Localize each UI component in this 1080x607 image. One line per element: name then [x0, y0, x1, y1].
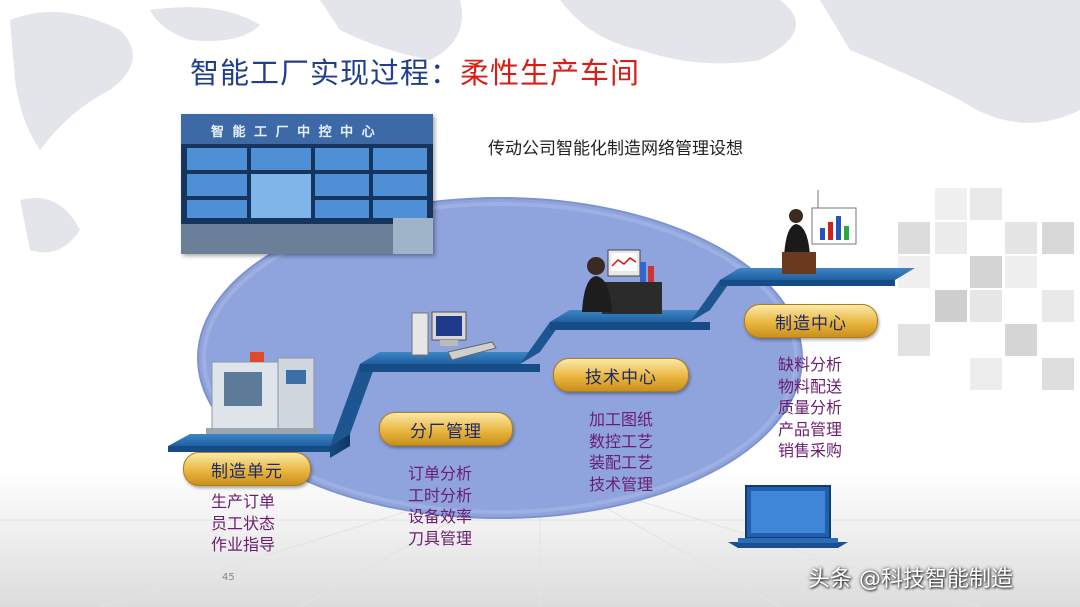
checker-pattern — [898, 188, 1074, 390]
list-item: 刀具管理 — [408, 528, 472, 550]
title-part-1: 智能工厂实现过程： — [190, 56, 460, 90]
list-item: 订单分析 — [408, 463, 472, 485]
stage-badge-technical-center: 技术中心 — [553, 358, 689, 392]
stage-label: 技术中心 — [585, 363, 657, 388]
control-center-photo: 智 能 工 厂 中 控 中 心 — [181, 114, 433, 254]
stage-badge-branch-management: 分厂管理 — [379, 412, 513, 446]
list-item: 装配工艺 — [589, 452, 653, 474]
stage-label: 制造中心 — [775, 309, 847, 334]
stage-list-manufacturing-unit: 生产订单 员工状态 作业指导 — [211, 491, 275, 556]
list-item: 技术管理 — [589, 474, 653, 496]
slide-title: 智能工厂实现过程：柔性生产车间 — [190, 50, 640, 92]
photo-sign-text: 智 能 工 厂 中 控 中 心 — [211, 121, 377, 140]
watermark: 头条 @科技智能制造 — [808, 561, 1013, 593]
stage-label: 分厂管理 — [410, 417, 482, 442]
list-item: 工时分析 — [408, 485, 472, 507]
cnc-machine-icon — [206, 352, 318, 434]
stage-list-branch-management: 订单分析 工时分析 设备效率 刀具管理 — [408, 463, 472, 549]
stage-list-technical-center: 加工图纸 数控工艺 装配工艺 技术管理 — [589, 409, 653, 495]
stage-label: 制造单元 — [211, 457, 283, 482]
manager-presentation-icon — [782, 190, 856, 274]
laptop-icon — [728, 486, 848, 548]
list-item: 作业指导 — [211, 534, 275, 556]
stage-badge-manufacturing-center: 制造中心 — [744, 304, 878, 338]
list-item: 缺料分析 — [778, 354, 842, 376]
page-number: 45 — [222, 572, 235, 583]
title-part-2: 柔性生产车间 — [460, 56, 640, 90]
list-item: 加工图纸 — [589, 409, 653, 431]
list-item: 销售采购 — [778, 440, 842, 462]
list-item: 质量分析 — [778, 397, 842, 419]
stage-badge-manufacturing-unit: 制造单元 — [183, 452, 311, 486]
list-item: 生产订单 — [211, 491, 275, 513]
list-item: 产品管理 — [778, 419, 842, 441]
list-item: 员工状态 — [211, 513, 275, 535]
stage-list-manufacturing-center: 缺料分析 物料配送 质量分析 产品管理 销售采购 — [778, 354, 842, 462]
list-item: 数控工艺 — [589, 431, 653, 453]
list-item: 物料配送 — [778, 376, 842, 398]
list-item: 设备效率 — [408, 506, 472, 528]
slide-subtitle: 传动公司智能化制造网络管理设想 — [488, 134, 743, 159]
